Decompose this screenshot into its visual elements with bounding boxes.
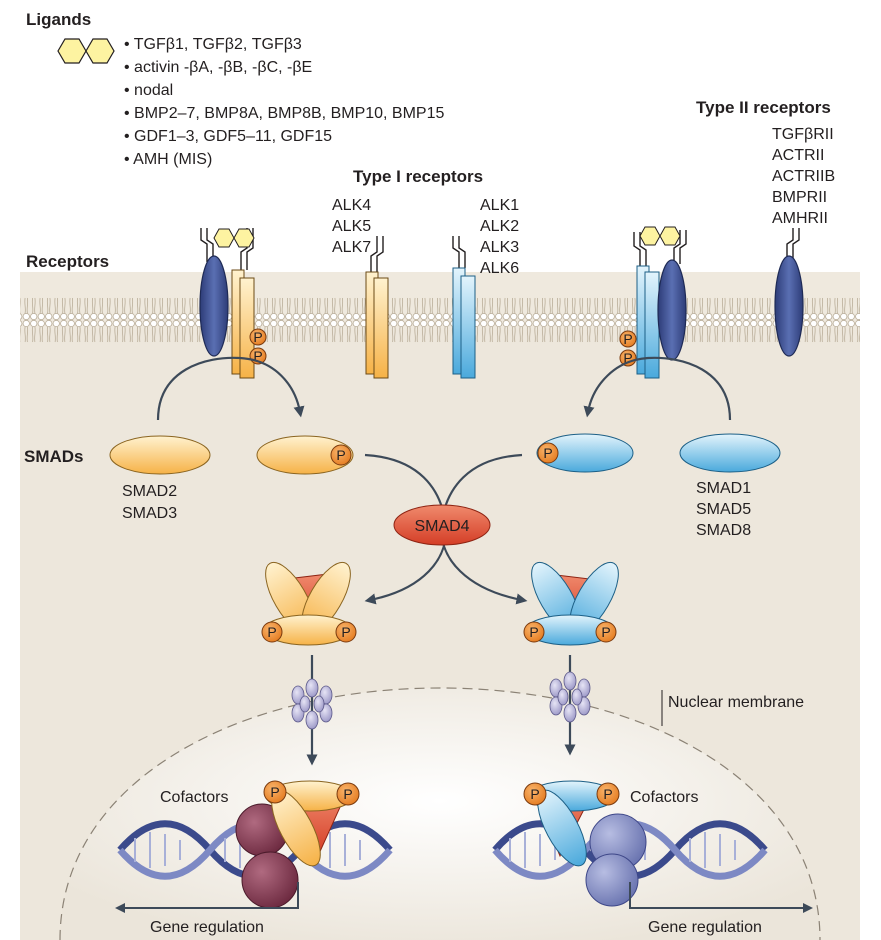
ligand-item: • activin -βA, -βB, -βC, -βE [124, 59, 312, 76]
type-ii-item: TGFβRII [772, 126, 834, 143]
smad4-ellipse [393, 504, 491, 546]
smad-right-label: SMAD5 [696, 501, 751, 518]
right-gene-regulation-arrow [629, 882, 813, 913]
smad-right-label: SMAD8 [696, 522, 751, 539]
phosphate-label: P [267, 624, 276, 640]
ligand-item: • AMH (MIS) [124, 151, 212, 168]
type-i-right-item: ALK2 [480, 218, 519, 235]
phosphate-label: P [543, 445, 552, 461]
ligand-item: • TGFβ1, TGFβ2, TGFβ3 [124, 36, 302, 53]
smad-left-label: SMAD2 [122, 483, 177, 500]
type-ii-receptor [774, 228, 804, 357]
type-i-right-item: ALK1 [480, 197, 519, 214]
left-gene-regulation-arrow [115, 882, 299, 913]
type-i-left-item: ALK7 [332, 239, 371, 256]
type-i-receptor-blue [452, 236, 476, 379]
ligand-item: • BMP2–7, BMP8A, BMP8B, BMP10, BMP15 [124, 105, 445, 122]
right-smad-trimer: P P [523, 561, 619, 646]
type-i-receptor-orange [365, 236, 389, 379]
left-nuclear-complex: P P [235, 780, 360, 909]
smads-row-label: SMADs [24, 447, 84, 466]
type-i-title: Type I receptors [353, 167, 483, 186]
phosphate-label: P [336, 447, 345, 463]
phosphate-label: P [343, 786, 352, 802]
right-nuclear-complex: P P [523, 780, 647, 907]
smad-left-label: SMAD3 [122, 505, 177, 522]
phosphate-label: P [341, 624, 350, 640]
type-i-right-item: ALK6 [480, 260, 519, 277]
ligand-item: • GDF1–3, GDF5–11, GDF15 [124, 128, 332, 145]
type-ii-item: ACTRIIB [772, 168, 835, 185]
type-i-left-item: ALK4 [332, 197, 371, 214]
nuclear-membrane-label: Nuclear membrane [668, 694, 804, 711]
receptors-row-label: Receptors [26, 252, 109, 271]
right-phosphorylation-arrow [583, 356, 732, 421]
type-i-right-item: ALK3 [480, 239, 519, 256]
type-ii-title: Type II receptors [696, 98, 831, 117]
receptor-phosphate-group: P P P P [249, 328, 637, 367]
left-smad-trimer: P P [261, 561, 357, 646]
smad-right-label: SMAD1 [696, 480, 751, 497]
smad4-label: SMAD4 [414, 518, 469, 535]
phosphate-label: P [530, 786, 539, 802]
lipid-bilayer [20, 272, 860, 352]
cofactors-left-label: Cofactors [160, 789, 228, 806]
cofactors-right-label: Cofactors [630, 789, 698, 806]
phosphate-label: P [253, 348, 262, 364]
phosphate-label: P [623, 331, 632, 347]
ligand-hexagon-icon [57, 38, 115, 64]
left-phosphorylation-arrow [156, 356, 305, 421]
phosphate-label: P [623, 350, 632, 366]
gene-regulation-left-label: Gene regulation [150, 919, 264, 936]
type-i-left-item: ALK5 [332, 218, 371, 235]
smad-row: P P [109, 433, 781, 475]
ligand-item: • nodal [124, 82, 173, 99]
right-nuclear-pore [549, 671, 591, 723]
phosphate-label: P [529, 624, 538, 640]
phosphate-label: P [270, 784, 279, 800]
left-nuclear-pore [291, 678, 333, 730]
phosphate-label: P [601, 624, 610, 640]
nuclear-membrane-line [59, 687, 821, 940]
type-ii-item: AMHRII [772, 210, 828, 227]
phosphate-label: P [253, 329, 262, 345]
gene-regulation-right-label: Gene regulation [648, 919, 762, 936]
phosphate-label: P [603, 786, 612, 802]
ligands-title: Ligands [26, 10, 91, 29]
type-ii-item: ACTRII [772, 147, 824, 164]
type-ii-item: BMPRII [772, 189, 827, 206]
right-receptor-complex [633, 226, 687, 379]
